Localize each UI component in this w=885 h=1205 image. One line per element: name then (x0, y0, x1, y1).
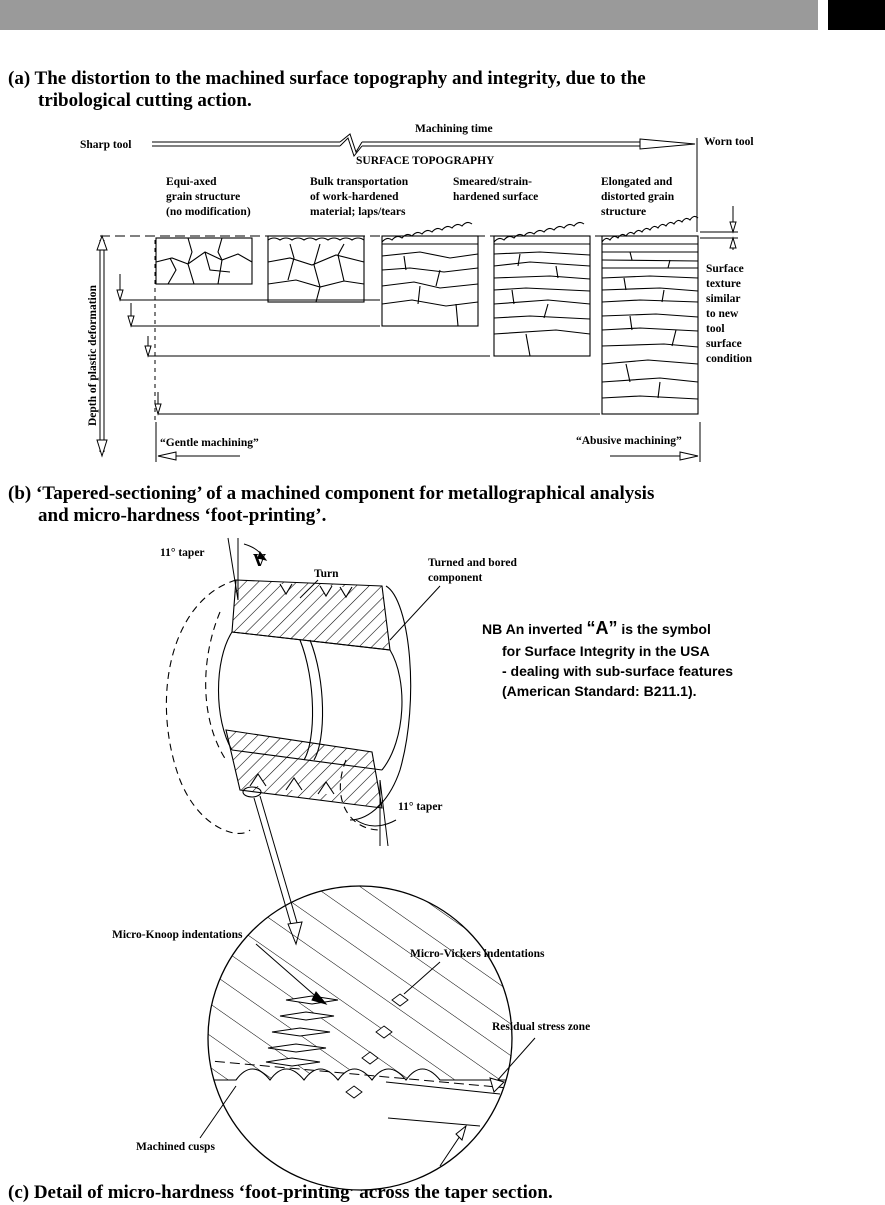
grain-block-4 (493, 221, 591, 357)
caption-a: (a) The distortion to the machined surfa… (8, 68, 708, 112)
taper-bottom-label: 11° taper (398, 801, 443, 813)
knoop-indentations (265, 995, 339, 1067)
caption-b: (b) ‘Tapered-sectioning’ of a machined c… (8, 483, 728, 527)
surface-texture-text: Surface texture similar to new tool surf… (706, 263, 753, 365)
worn-tool-label: Worn tool (704, 136, 754, 148)
taper-bottom-angle (355, 779, 397, 847)
grain-block-2 (267, 235, 365, 303)
stage2-text: Bulk transportation of work-hardened mat… (310, 176, 409, 218)
machining-time-label: Machining time (415, 123, 493, 135)
detail-leaders (199, 943, 536, 1167)
stage4-line2: distorted grain (601, 191, 675, 203)
caption-b-line1: (b) ‘Tapered-sectioning’ of a machined c… (8, 483, 655, 504)
texture-line3: similar (706, 293, 741, 305)
stage4-line3: structure (601, 206, 646, 218)
texture-line7: condition (706, 353, 753, 365)
header-bar (0, 0, 818, 30)
stage1-line2: grain structure (166, 191, 240, 203)
texture-line6: surface (706, 338, 742, 350)
stage2-line2: of work-hardened (310, 191, 399, 203)
turned-component (165, 579, 412, 834)
nb-suffix: is the symbol (618, 621, 711, 637)
grain-block-5 (601, 215, 699, 415)
residual-stress-line (208, 1059, 512, 1091)
stage2-line1: Bulk transportation (310, 176, 409, 188)
caption-c-line1: (c) Detail of micro-hardness ‘foot-print… (8, 1182, 553, 1203)
knoop-label: Micro-Knoop indentations (112, 929, 243, 941)
texture-arrows (700, 206, 738, 250)
stage3-line1: Smeared/strain- (453, 176, 532, 188)
stage1-text: Equi-axed grain structure (no modificati… (166, 176, 251, 218)
component-line1: Turned and bored (428, 557, 517, 569)
depth-label: Depth of plastic deformation (87, 285, 99, 426)
machining-time-arrow (152, 133, 698, 232)
gentle-label: “Gentle machining” (160, 437, 259, 449)
inverted-a-symbol: A (253, 550, 266, 570)
texture-line4: to new (706, 308, 739, 320)
detail-circle-content (208, 886, 512, 1190)
nb-line3: - dealing with sub-surface features (502, 663, 733, 679)
header-tab (828, 0, 885, 30)
nb-line2: for Surface Integrity in the USA (502, 643, 710, 659)
stage3-text: Smeared/strain- hardened surface (453, 176, 538, 203)
turn-label: Turn (314, 568, 339, 580)
grain-block-1 (155, 237, 253, 285)
cusps-label: Machined cusps (136, 1141, 215, 1153)
residual-label: Residual stress zone (492, 1021, 590, 1033)
component-line2: component (428, 572, 482, 584)
texture-line1: Surface (706, 263, 744, 275)
vickers-indentations (345, 993, 409, 1099)
abusive-label: “Abusive machining” (576, 435, 682, 447)
grain-block-3 (381, 221, 479, 327)
nb-symbol: “A” (587, 618, 618, 638)
diagram-b: 11° taper A Turn Turned and bored compon… (160, 537, 733, 946)
depth-levels (116, 240, 600, 420)
stage1-line3: (no modification) (166, 206, 251, 218)
sharp-tool-label: Sharp tool (80, 139, 131, 151)
surface-topography-label: SURFACE TOPOGRAPHY (356, 155, 495, 167)
stage4-line1: Elongated and (601, 176, 673, 188)
nb-line4: (American Standard: B211.1). (502, 683, 697, 699)
diagram-a: Sharp tool Machining time Worn tool SURF… (80, 123, 754, 462)
diagram-c: Micro-Knoop indentations Micro-Vickers i… (112, 885, 590, 1191)
texture-line5: tool (706, 323, 725, 335)
caption-b-line2: and micro-hardness ‘foot-printing’. (38, 505, 327, 526)
caption-c: (c) Detail of micro-hardness ‘foot-print… (8, 1182, 768, 1204)
component-leader (389, 585, 441, 641)
stage3-line2: hardened surface (453, 191, 538, 203)
taper-top-label: 11° taper (160, 547, 205, 559)
gentle-abusive-arrows (155, 422, 701, 462)
detail-circle (207, 885, 513, 1191)
nb-prefix: NB An inverted (482, 621, 587, 637)
stage2-line3: material; laps/tears (310, 206, 406, 218)
texture-line2: texture (706, 278, 741, 290)
caption-a-line1: (a) The distortion to the machined surfa… (8, 68, 646, 89)
nb-note-line1: NB An inverted “A” is the symbol (482, 618, 711, 638)
stage1-line1: Equi-axed (166, 176, 217, 188)
depth-axis (96, 234, 108, 458)
caption-a-line2: tribological cutting action. (38, 90, 252, 111)
stage4-text: Elongated and distorted grain structure (601, 176, 675, 218)
